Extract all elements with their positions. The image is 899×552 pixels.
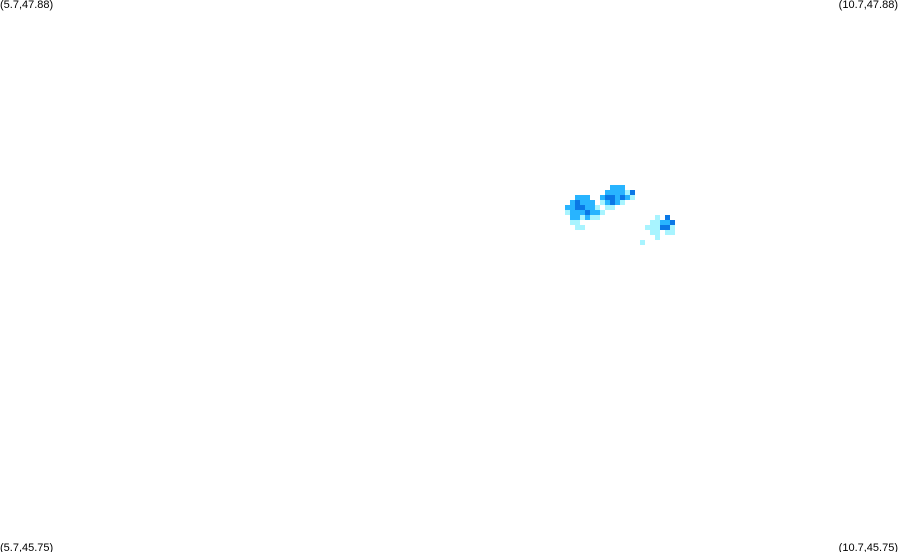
precipitation-cell (650, 220, 655, 225)
precipitation-cell (650, 230, 655, 235)
precipitation-cell (665, 215, 670, 220)
precipitation-cell (590, 205, 595, 210)
precipitation-cell (665, 230, 670, 235)
precipitation-cell (615, 190, 620, 195)
precipitation-cell (620, 185, 625, 190)
precipitation-cell (570, 200, 575, 205)
precipitation-cell (640, 240, 645, 245)
precipitation-cell (590, 200, 595, 205)
precipitation-cell (645, 225, 650, 230)
precipitation-cell (610, 190, 615, 195)
precipitation-cell (650, 225, 655, 230)
precipitation-cell (590, 210, 595, 215)
corner-label-top-left: (5.7,47.88) (0, 0, 54, 11)
precipitation-cell (585, 215, 590, 220)
precipitation-cell (585, 210, 590, 215)
precipitation-cell (575, 195, 580, 200)
precipitation-cell (585, 200, 590, 205)
precipitation-cell (655, 225, 660, 230)
corner-label-bottom-left: (5.7,45.75) (0, 542, 54, 552)
precipitation-cell (615, 195, 620, 200)
precipitation-cell (605, 195, 610, 200)
precipitation-cell (585, 195, 590, 200)
precipitation-cell (590, 215, 595, 220)
precipitation-cell (655, 215, 660, 220)
precipitation-cell (660, 225, 665, 230)
precipitation-cell (595, 205, 600, 210)
precipitation-cell (615, 185, 620, 190)
precipitation-cell (580, 205, 585, 210)
precipitation-cell (570, 210, 575, 215)
precipitation-cell (665, 220, 670, 225)
precipitation-cell (670, 230, 675, 235)
precipitation-cell (580, 210, 585, 215)
precipitation-cell (630, 195, 635, 200)
precipitation-cell (620, 195, 625, 200)
precipitation-cell (625, 190, 630, 195)
precipitation-cell (670, 225, 675, 230)
precipitation-cell (615, 200, 620, 205)
precipitation-cell (670, 220, 675, 225)
corner-label-top-right: (10.7,47.88) (838, 0, 898, 11)
precipitation-cell (605, 200, 610, 205)
precipitation-cell (655, 230, 660, 235)
precipitation-cell (610, 185, 615, 190)
precipitation-cell (655, 235, 660, 240)
precipitation-cell (600, 210, 605, 215)
precipitation-cell (575, 205, 580, 210)
precipitation-cell (595, 210, 600, 215)
precipitation-cell (580, 200, 585, 205)
precipitation-cell (655, 220, 660, 225)
precipitation-cell (605, 190, 610, 195)
precipitation-cell (605, 205, 610, 210)
precipitation-cell (610, 195, 615, 200)
precipitation-cell (570, 215, 575, 220)
precipitation-cell (570, 205, 575, 210)
precipitation-cell (665, 225, 670, 230)
precipitation-cell (660, 220, 665, 225)
precipitation-cell (610, 205, 615, 210)
precipitation-cell (570, 220, 575, 225)
precipitation-cell (575, 210, 580, 215)
precipitation-cell (620, 190, 625, 195)
precipitation-cell (585, 205, 590, 210)
precipitation-cell (580, 225, 585, 230)
precipitation-cell (625, 195, 630, 200)
precipitation-cell (595, 215, 600, 220)
precipitation-cell (575, 220, 580, 225)
precipitation-cell (630, 190, 635, 195)
precipitation-cell (610, 200, 615, 205)
precipitation-cell (565, 205, 570, 210)
precipitation-cell (575, 200, 580, 205)
precipitation-cell (575, 225, 580, 230)
precipitation-cell (580, 195, 585, 200)
precipitation-cell (600, 200, 605, 205)
corner-label-bottom-right: (10.7,45.75) (838, 542, 898, 552)
precipitation-cell (620, 200, 625, 205)
precipitation-cell (580, 215, 585, 220)
precipitation-cell (600, 195, 605, 200)
precipitation-cell (575, 215, 580, 220)
precipitation-cell (565, 210, 570, 215)
